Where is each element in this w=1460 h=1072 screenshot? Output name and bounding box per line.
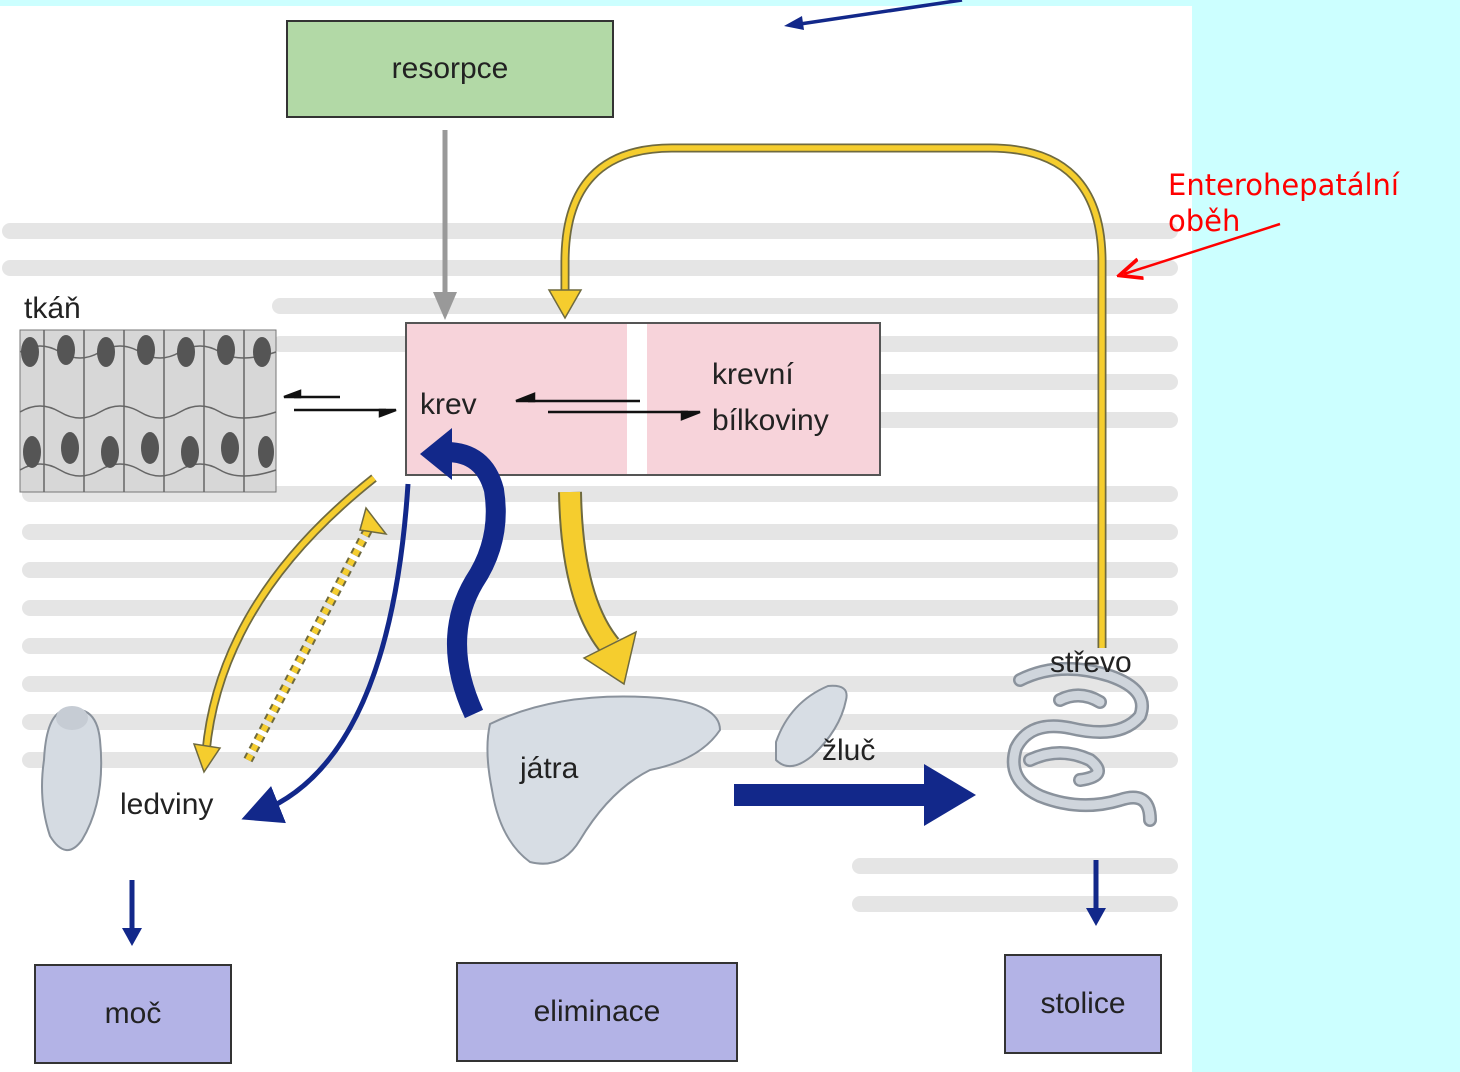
enterohepatic-loop-arrow xyxy=(547,143,1107,648)
label-jatra: játra xyxy=(520,752,579,785)
kidney-to-urine-arrow xyxy=(122,880,142,946)
blood-box-divider xyxy=(627,324,647,474)
stolice-label: stolice xyxy=(1040,987,1126,1020)
moc-box: moč xyxy=(34,964,232,1064)
tissue-equilibrium-arrows xyxy=(283,389,397,418)
protein-equilibrium-arrows xyxy=(515,392,701,421)
gallbladder-illustration xyxy=(775,684,848,767)
tissue-illustration xyxy=(19,329,277,493)
intestine-to-stool-arrow xyxy=(1086,860,1106,926)
resorpce-box: resorpce xyxy=(286,20,614,118)
label-bilkoviny: bílkoviny xyxy=(712,404,829,437)
eliminace-box: eliminace xyxy=(456,962,738,1062)
blood-to-liver-arrow xyxy=(558,491,638,686)
bile-arrow xyxy=(734,764,976,826)
kidney-illustration xyxy=(41,706,103,851)
kidney-reabsorption-arrow xyxy=(243,506,388,763)
label-zluc: žluč xyxy=(822,734,876,767)
liver-illustration xyxy=(486,695,722,865)
label-tkan: tkáň xyxy=(24,292,81,325)
top-pointer-arrow xyxy=(784,0,963,30)
label-ledviny: ledviny xyxy=(120,788,214,821)
blood-to-kidney-arrow xyxy=(192,474,377,774)
annotation-line2: oběh xyxy=(1168,204,1241,238)
liver-to-blood-arrow xyxy=(420,428,506,719)
resorpce-label: resorpce xyxy=(391,52,509,85)
label-krevni: krevní xyxy=(712,358,794,391)
annotation-line1: Enterohepatální xyxy=(1168,168,1399,202)
label-strevo: střevo xyxy=(1050,646,1132,679)
label-krev: krev xyxy=(420,388,477,421)
blood-box xyxy=(405,322,881,476)
annotation-arrow xyxy=(1124,222,1281,274)
intestine-fill xyxy=(1009,664,1155,825)
stolice-box: stolice xyxy=(1004,954,1162,1054)
blood-to-kidney-blue-arrow xyxy=(241,483,411,824)
resorption-arrow xyxy=(433,130,457,320)
eliminace-label: eliminace xyxy=(533,995,661,1028)
moc-label: moč xyxy=(104,997,162,1030)
